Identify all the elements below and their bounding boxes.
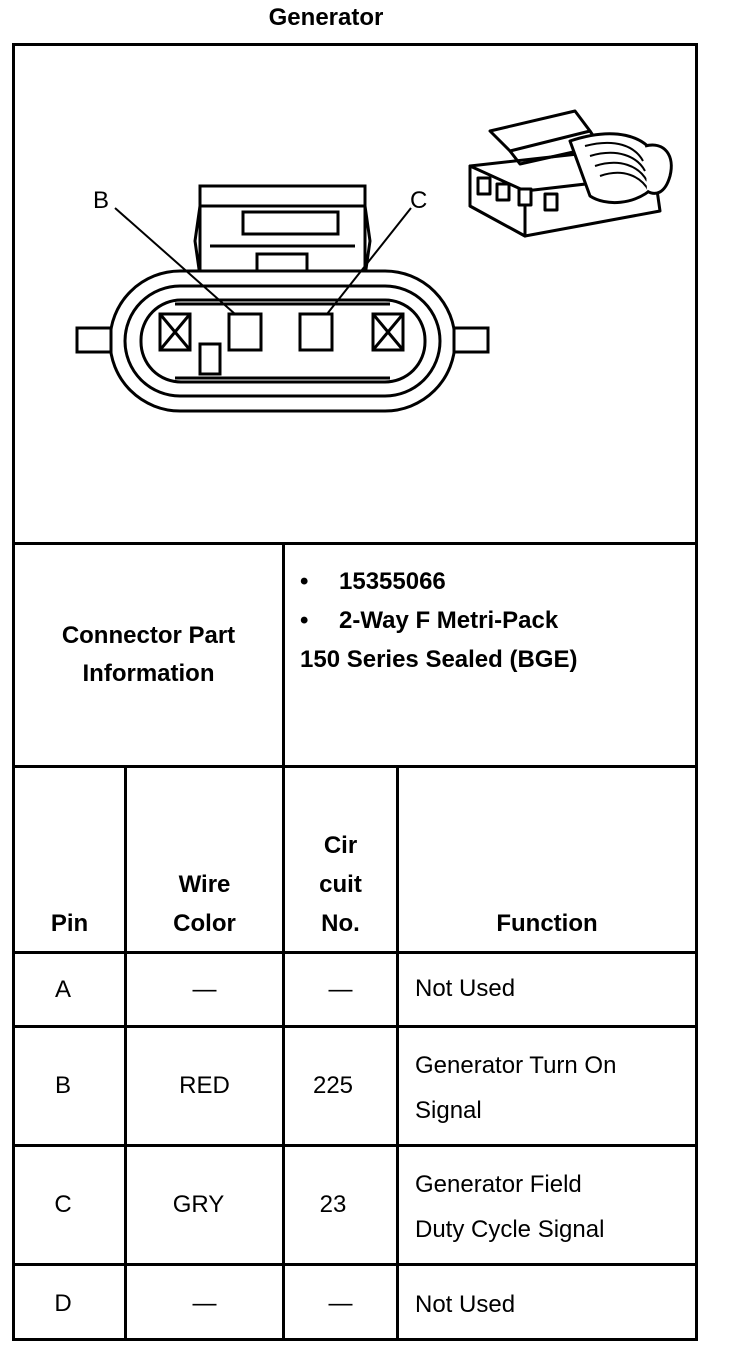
divider bbox=[124, 765, 127, 1341]
table-row-circuit: — bbox=[328, 1289, 353, 1317]
divider bbox=[15, 765, 695, 768]
table-row-pin: C bbox=[54, 1191, 72, 1218]
pin-c-label: C bbox=[410, 187, 427, 214]
pin-b-label: B bbox=[93, 187, 109, 214]
table-row-color: RED bbox=[179, 1072, 230, 1099]
header-pin: Pin bbox=[50, 910, 89, 937]
table-row-pin: B bbox=[54, 1072, 71, 1099]
connector-diagram: B C bbox=[15, 46, 695, 542]
table-row-circuit: 23 bbox=[319, 1191, 347, 1218]
table-row-color: — bbox=[192, 1289, 217, 1317]
connector-table: B C Connector Part Information • 1535506… bbox=[12, 43, 698, 1341]
table-row-function: Generator Field Duty Cycle Signal bbox=[415, 1171, 605, 1243]
table-row-circuit: — bbox=[328, 975, 353, 1003]
divider bbox=[396, 765, 399, 1341]
table-row-color: — bbox=[192, 975, 217, 1003]
bullet: • bbox=[300, 568, 309, 595]
header-wire-color: Wire Color bbox=[173, 871, 236, 937]
connector-info-label: Connector Part Information bbox=[15, 545, 282, 765]
connector-description-line1: 2-Way F Metri-Pack bbox=[339, 607, 559, 634]
connector-info-label-line1: Connector Part bbox=[61, 622, 236, 649]
connector-description-line2: 150 Series Sealed (BGE) bbox=[300, 646, 578, 673]
table-row-function: Not Used bbox=[415, 975, 516, 1002]
divider bbox=[15, 1263, 695, 1266]
divider bbox=[15, 1144, 695, 1147]
table-row-pin: D bbox=[54, 1289, 72, 1317]
connector-face-drawing: B C bbox=[75, 109, 673, 413]
connector-info-value: • 15355066 • 2-Way F Metri-Pack 150 Seri… bbox=[300, 562, 577, 679]
connector-info-label-line2: Information bbox=[82, 660, 215, 687]
header-function: Function bbox=[496, 910, 598, 937]
divider bbox=[15, 951, 695, 954]
table-row-function: Generator Turn On Signal bbox=[415, 1052, 617, 1124]
bullet: • bbox=[300, 607, 309, 634]
table-row-color: GRY bbox=[172, 1191, 225, 1218]
divider bbox=[282, 542, 285, 1341]
table-row-pin: A bbox=[54, 975, 71, 1003]
divider bbox=[15, 1025, 695, 1028]
header-circuit-number: Cir cuit No. bbox=[319, 832, 362, 937]
part-number: 15355066 bbox=[339, 568, 446, 595]
page-title: Generator bbox=[268, 4, 384, 31]
divider bbox=[15, 542, 695, 545]
table-row-circuit: 225 bbox=[312, 1072, 354, 1099]
table-row-function: Not Used bbox=[415, 1291, 516, 1318]
